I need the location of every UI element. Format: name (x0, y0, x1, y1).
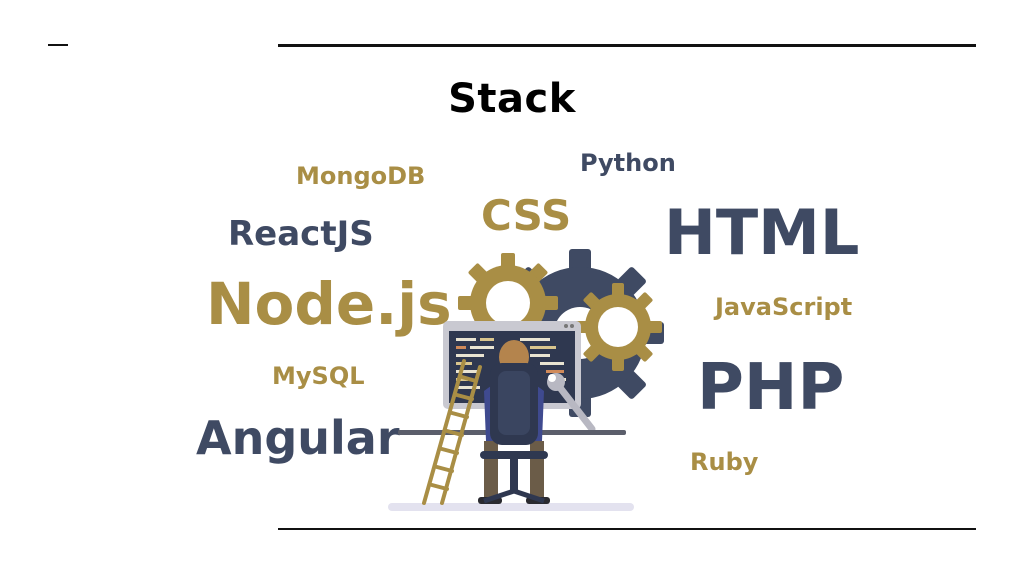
tech-word-mongodb: MongoDB (296, 162, 426, 190)
gear-icon (574, 283, 662, 371)
tech-word-angular: Angular (196, 411, 400, 465)
bottom-rule (278, 528, 976, 530)
tech-word-javascript: JavaScript (715, 293, 853, 321)
tech-word-ruby: Ruby (690, 448, 759, 476)
ladder (422, 359, 482, 505)
wrench-icon (547, 373, 596, 433)
tech-word-nodejs: Node.js (206, 270, 452, 338)
tech-word-mysql: MySQL (272, 362, 365, 390)
slide-title: Stack (448, 76, 576, 122)
tech-word-php: PHP (697, 351, 845, 425)
top-rule (278, 44, 976, 47)
short-dash-rule (48, 44, 68, 46)
floor-shadow (388, 503, 634, 511)
office-chair (480, 363, 548, 504)
tech-word-css: CSS (481, 191, 572, 240)
tech-word-reactjs: ReactJS (228, 214, 374, 254)
tech-word-python: Python (580, 149, 676, 177)
tech-word-html: HTML (664, 196, 860, 269)
developer-illustration (388, 249, 664, 511)
